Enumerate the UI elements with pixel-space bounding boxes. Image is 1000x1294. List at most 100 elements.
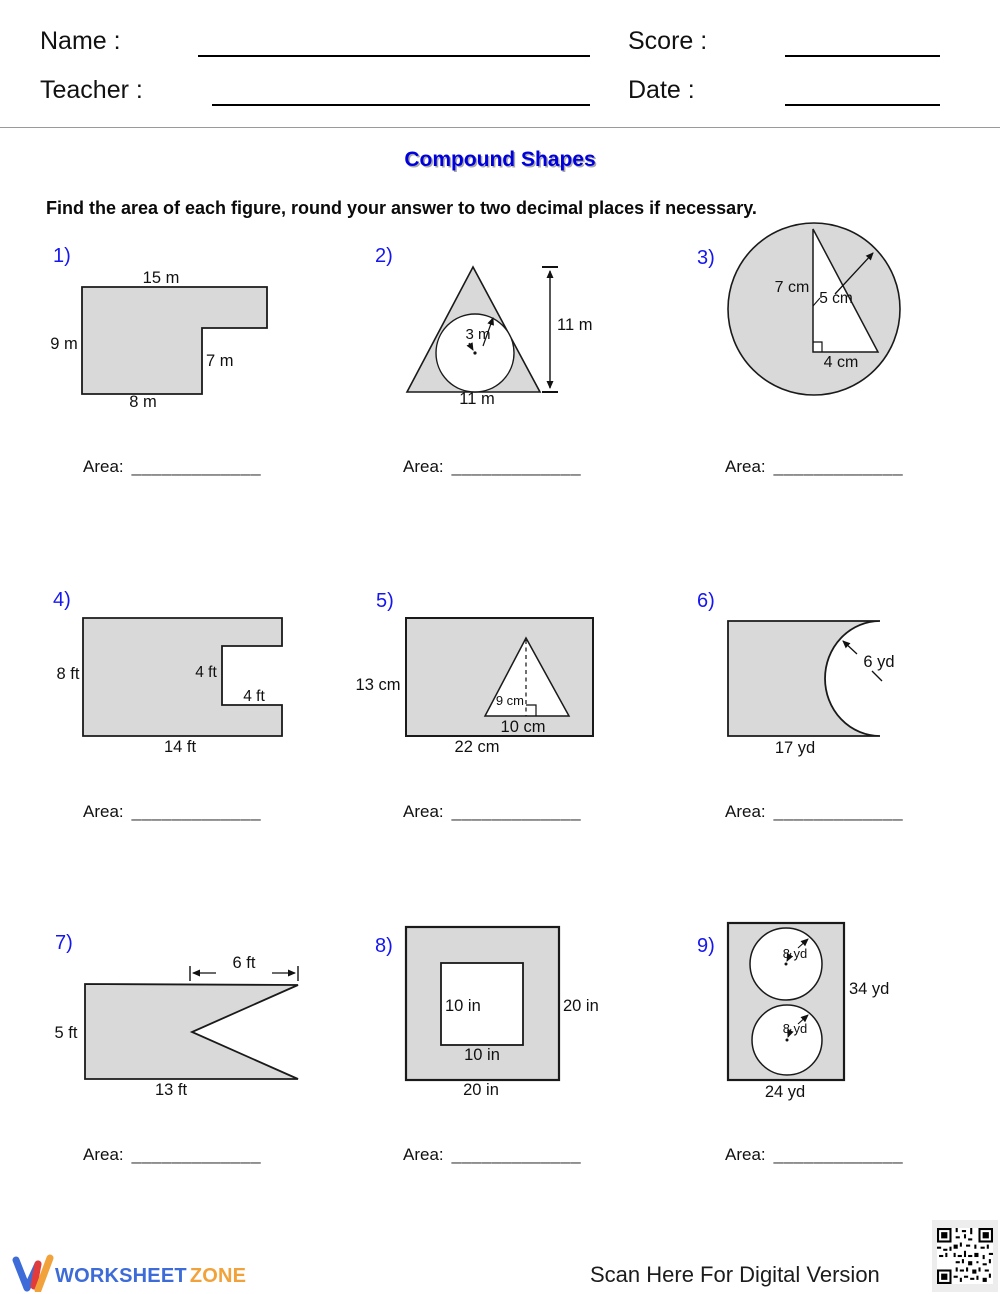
inner-triangle [483, 636, 571, 717]
dim-label-base: 4 cm [824, 354, 859, 371]
area-blank: _____________ [451, 457, 582, 476]
area-label: Area: [725, 802, 766, 821]
figure-2-triangle-circle: 3 m 11 m 11 m [405, 265, 592, 408]
area-blank: _____________ [131, 802, 262, 821]
dim-label-radius: 5 cm [819, 290, 853, 307]
problem-2-area-row: Area: _____________ [403, 457, 581, 477]
dim-label-bottom: 24 yd [765, 1083, 805, 1101]
area-blank: _____________ [773, 457, 904, 476]
date-label: Date : [628, 76, 695, 104]
dim-label-bottom: 14 ft [164, 738, 197, 756]
area-label: Area: [403, 457, 444, 476]
radius-arrow [842, 640, 858, 655]
dim-label-left: 8 ft [57, 665, 80, 683]
top-radius-arrow [797, 938, 809, 949]
area-label: Area: [725, 1145, 766, 1164]
dim-label-circle-bottom: 8 yd [783, 1021, 808, 1036]
date-blank-line [785, 104, 940, 106]
problem-5-area-row: Area:_____________ [403, 802, 581, 822]
dim-label-notch-height: 4 ft [195, 664, 217, 681]
problem-1-area-row: Area:_____________ [83, 457, 261, 477]
problem-4-area-row: Area: _____________ [83, 802, 261, 822]
radius-arrow [482, 317, 494, 347]
dim-label-tri-base: 10 cm [501, 718, 546, 736]
bottom-radius-arrow [797, 1014, 809, 1025]
dim-label-right: 20 in [563, 997, 599, 1015]
c-shape [82, 617, 283, 737]
brand-worksheet: WORKSHEET [55, 1265, 187, 1287]
dim-label-bottom: 17 yd [775, 739, 815, 757]
name-blank-line [198, 55, 590, 57]
dim-label-left: 5 ft [55, 1024, 78, 1042]
area-blank: _____________ [773, 1145, 904, 1164]
area-label: Area: [403, 1145, 444, 1164]
name-label: Name : [40, 27, 121, 55]
flag-shape [84, 983, 299, 1080]
radius-arrow [834, 252, 874, 295]
problem-4-number: 4) [53, 589, 71, 611]
teacher-label: Teacher : [40, 76, 143, 104]
right-angle-marker [813, 341, 823, 352]
figure-5-rect-triangle: 13 cm 9 cm 10 cm 22 cm [356, 617, 594, 756]
worksheetzone-logo-icon [12, 1254, 54, 1292]
dim-label-inner-bottom: 10 in [464, 1046, 500, 1064]
figure-7-flag-shape: 6 ft 5 ft 13 ft [55, 954, 299, 1099]
problem-3-number: 3) [697, 247, 715, 269]
dim-label-top: 15 m [143, 269, 180, 287]
right-angle-marker [526, 704, 537, 716]
inner-square [440, 962, 524, 1046]
dim-label-right: 34 yd [849, 980, 889, 998]
figure-4-c-shape: 8 ft 4 ft 4 ft 14 ft [57, 617, 283, 756]
problem-8-number: 8) [375, 935, 393, 957]
dim-label-inner-left: 10 in [445, 997, 481, 1015]
problem-1-number: 1) [53, 245, 71, 267]
qr-code [937, 1228, 993, 1284]
rect-with-semicircle-cutout [727, 620, 881, 737]
rectangle [405, 617, 594, 737]
dim-label-inner: 7 m [206, 352, 234, 370]
page-title: Compound Shapes [404, 148, 596, 171]
problem-8-area-row: Area:_____________ [403, 1145, 581, 1165]
dim-label-vertical: 7 cm [775, 279, 810, 296]
dim-label-bottom: 8 m [129, 393, 157, 411]
figure-9-rect-two-circles: 8 yd 8 yd 34 yd 24 yd [726, 921, 889, 1101]
problem-5-number: 5) [376, 590, 394, 612]
area-blank: _____________ [773, 802, 904, 821]
instructions-text: Find the area of each figure, round your… [46, 198, 757, 218]
figure-1-l-shape: 15 m 9 m 7 m 8 m [50, 269, 268, 411]
dim-label-bottom: 20 in [463, 1081, 499, 1099]
figure-6-rect-semicircle-cut: 6 yd 17 yd [727, 620, 895, 757]
qr-card [932, 1220, 998, 1292]
problem-2-number: 2) [375, 245, 393, 267]
dim-label-tri-height: 9 cm [496, 693, 524, 708]
dim-label-height: 11 m [557, 316, 592, 334]
dim-label-radius: 6 yd [863, 653, 894, 671]
circle-center-dot [473, 351, 477, 355]
area-label: Area: [83, 802, 124, 821]
area-blank: _____________ [131, 1145, 262, 1164]
problem-9-number: 9) [697, 935, 715, 957]
problem-7-area-row: Area:_____________ [83, 1145, 261, 1165]
dim-label-notch: 6 ft [233, 954, 256, 972]
dim-label-left: 9 m [50, 335, 78, 353]
dim-label-left: 13 cm [356, 676, 401, 694]
logo-red-stroke [30, 1260, 42, 1290]
teacher-blank-line [212, 104, 590, 106]
l-shape [81, 286, 268, 395]
radius-arrow-to-center [466, 342, 474, 351]
figure-8-square-hole: 10 in 10 in 20 in 20 in [404, 925, 599, 1099]
problem-6-area-row: Area: _____________ [725, 802, 903, 822]
problem-6-number: 6) [697, 590, 715, 612]
top-radius-arrow-to-center [786, 952, 794, 962]
header-divider [0, 127, 1000, 128]
score-label: Score : [628, 27, 708, 55]
dim-label-base: 11 m [459, 390, 494, 408]
dim-label-bottom: 13 ft [155, 1081, 188, 1099]
leader-tick [871, 670, 883, 682]
logo-yellow-stroke [34, 1254, 54, 1292]
scan-here-text: Scan Here For Digital Version [590, 1262, 880, 1287]
area-blank: _____________ [131, 457, 262, 476]
dim-label-notch-depth: 4 ft [243, 688, 265, 705]
